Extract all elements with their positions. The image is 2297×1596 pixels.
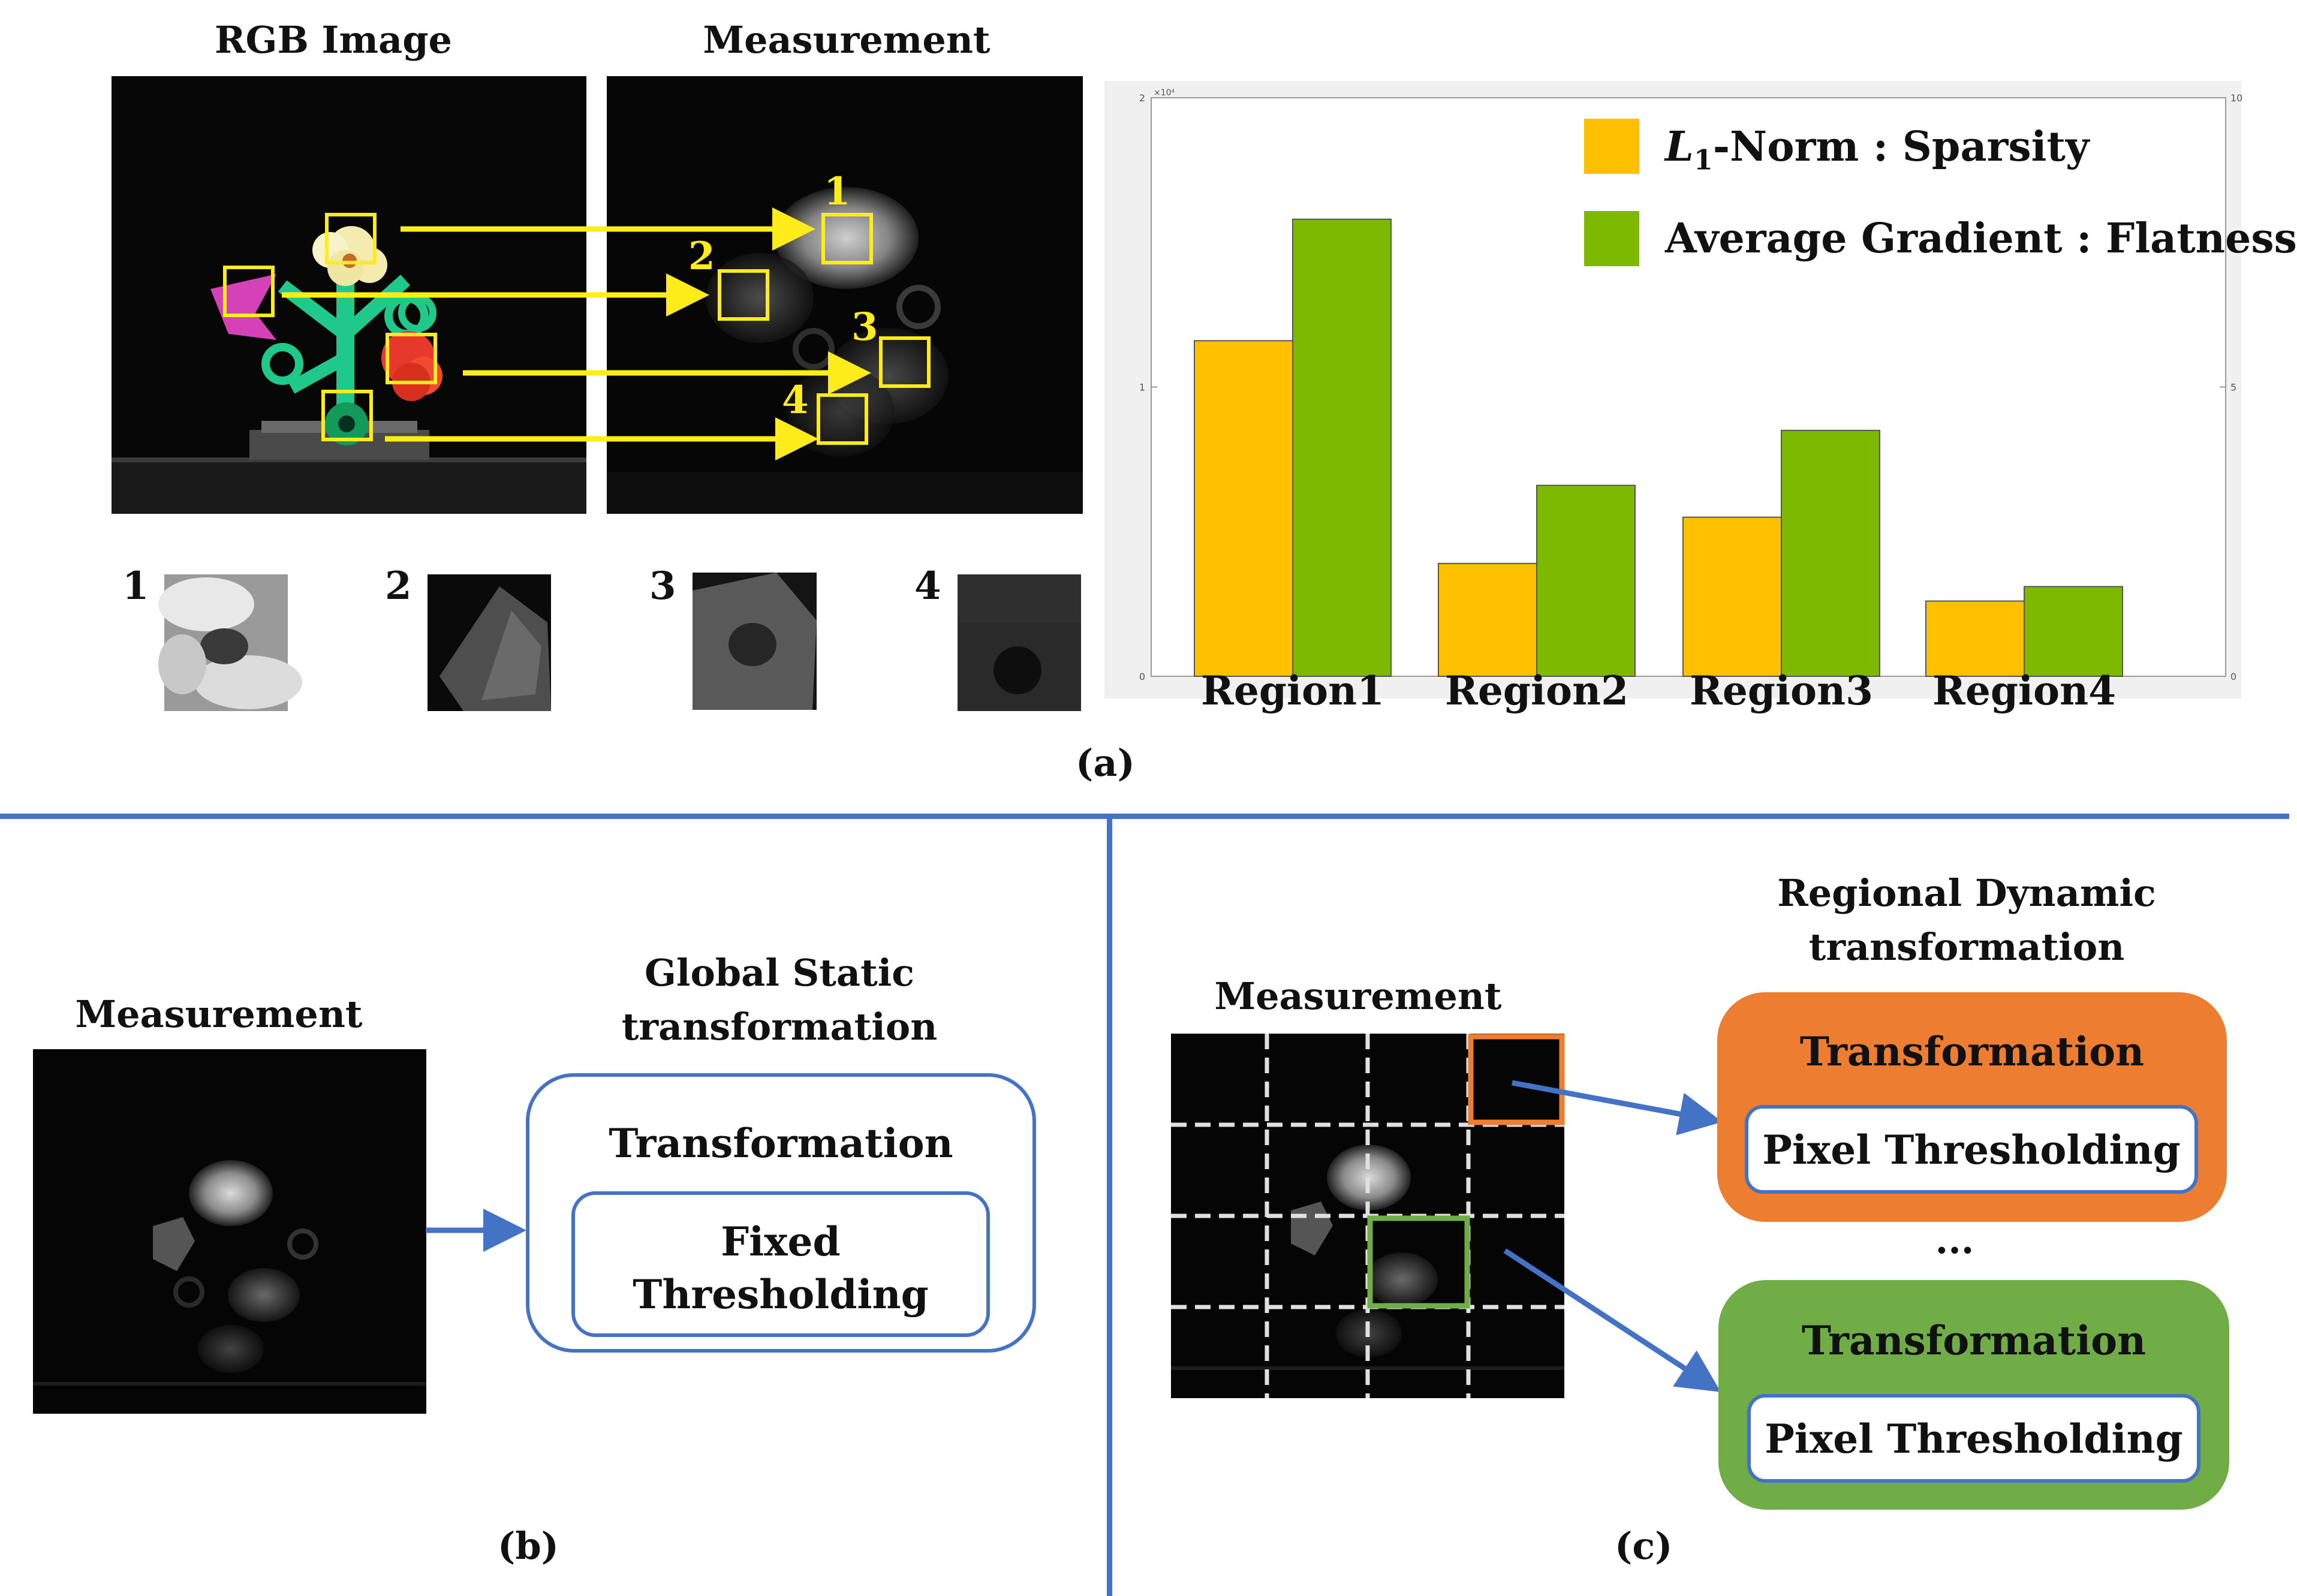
bar-ag-2 xyxy=(1536,484,1636,677)
rgb-box-4 xyxy=(321,390,373,441)
patch-label-2: 2 xyxy=(385,564,412,609)
arrow-b xyxy=(426,1209,526,1252)
meas-box-1 xyxy=(821,213,873,264)
bar-ag-3 xyxy=(1781,429,1880,677)
right-tick-label-1: 5 xyxy=(2230,382,2236,393)
bar-l1-4 xyxy=(1925,600,2025,677)
rgb-image-title: RGB Image xyxy=(214,18,453,62)
category-label-3: Region3 xyxy=(1690,667,1873,714)
bar-ag-1 xyxy=(1292,218,1392,677)
patch-2 xyxy=(428,574,551,711)
measurement-title-b: Measurement xyxy=(75,992,363,1036)
rgb-box-2 xyxy=(223,266,275,317)
global-static-title-line2: transformation xyxy=(621,1005,938,1049)
orange-pixel-thresholding-box: Pixel Thresholding xyxy=(1745,1105,2198,1194)
regional-dynamic-title-line1: Regional Dynamic xyxy=(1777,871,2156,915)
region-number-3: 3 xyxy=(851,305,878,350)
category-label-4: Region4 xyxy=(1932,667,2116,714)
rgb-box-1 xyxy=(325,213,377,264)
global-static-title-line1: Global Static xyxy=(644,951,915,995)
caption-a: (a) xyxy=(1076,741,1135,785)
bar-ag-4 xyxy=(2024,586,2123,677)
category-label-1: Region1 xyxy=(1201,667,1384,714)
region-number-1: 1 xyxy=(824,169,851,214)
legend-swatch-l1 xyxy=(1584,119,1639,174)
divider-horizontal xyxy=(0,814,2289,819)
category-label-2: Region2 xyxy=(1445,667,1628,714)
regional-dynamic-title: Regional Dynamic transformation xyxy=(1721,866,2212,974)
arrow-green-region xyxy=(1503,1248,1721,1392)
right-tick-label-0: 0 xyxy=(2230,671,2236,682)
divider-vertical xyxy=(1107,819,1112,1596)
global-static-title: Global Static transformation xyxy=(588,946,971,1054)
region-arrows xyxy=(282,207,871,460)
region-number-2: 2 xyxy=(688,234,715,279)
legend-l1-subscript: 1 xyxy=(1693,143,1713,176)
patch-label-3: 3 xyxy=(649,564,676,609)
patch-label-4: 4 xyxy=(914,564,941,609)
green-transformation-label: Transformation xyxy=(1801,1317,2147,1364)
global-transformation-label: Transformation xyxy=(609,1120,953,1167)
arrow-orange-region xyxy=(1512,1080,1723,1136)
measurement-image-b xyxy=(33,1049,426,1414)
orange-pixel-thresholding-label: Pixel Thresholding xyxy=(1762,1127,2181,1173)
orange-transformation-label: Transformation xyxy=(1799,1028,2145,1075)
green-pixel-thresholding-label: Pixel Thresholding xyxy=(1765,1416,2183,1462)
left-tick-label-1: 1 xyxy=(1139,382,1145,393)
bar-l1-3 xyxy=(1682,516,1782,677)
legend-label-l1: L1-Norm : Sparsity xyxy=(1665,123,2089,176)
patch-label-1: 1 xyxy=(122,564,149,609)
measurement-image-c xyxy=(1171,1034,1565,1398)
meas-box-2 xyxy=(718,269,769,321)
meas-box-4 xyxy=(817,393,868,445)
fixed-thresholding-line2: Thresholding xyxy=(633,1271,929,1318)
caption-c: (c) xyxy=(1615,1524,1673,1568)
regional-dynamic-title-line2: transformation xyxy=(1808,925,2125,969)
left-tick-label-0: 0 xyxy=(1139,671,1145,682)
green-pixel-thresholding-box: Pixel Thresholding xyxy=(1747,1394,2200,1483)
region-number-4: 4 xyxy=(782,378,809,423)
legend-l1-symbol: L xyxy=(1665,123,1694,171)
bar-l1-2 xyxy=(1438,562,1537,677)
caption-b: (b) xyxy=(498,1524,559,1568)
left-tick-label-2: 2 xyxy=(1139,92,1145,104)
ellipsis: ... xyxy=(1935,1218,1974,1262)
rgb-box-3 xyxy=(386,333,437,384)
meas-box-3 xyxy=(879,336,931,388)
left-axis-exponent: ×10⁴ xyxy=(1154,88,1175,98)
legend-label-ag: Average Gradient : Flatness xyxy=(1665,215,2297,263)
patch-3 xyxy=(693,573,817,710)
measurement-title-c: Measurement xyxy=(1214,974,1502,1018)
right-tick-label-2: 10 xyxy=(2230,92,2242,104)
measurement-title-a: Measurement xyxy=(703,18,991,62)
bar-l1-1 xyxy=(1194,340,1293,677)
arrows-c xyxy=(1503,1080,1723,1392)
patch-4 xyxy=(958,574,1081,711)
legend-l1-text: -Norm : Sparsity xyxy=(1712,123,2090,171)
fixed-thresholding-line1: Fixed xyxy=(721,1218,841,1265)
legend-swatch-ag xyxy=(1584,211,1639,266)
patch-1 xyxy=(158,574,302,711)
